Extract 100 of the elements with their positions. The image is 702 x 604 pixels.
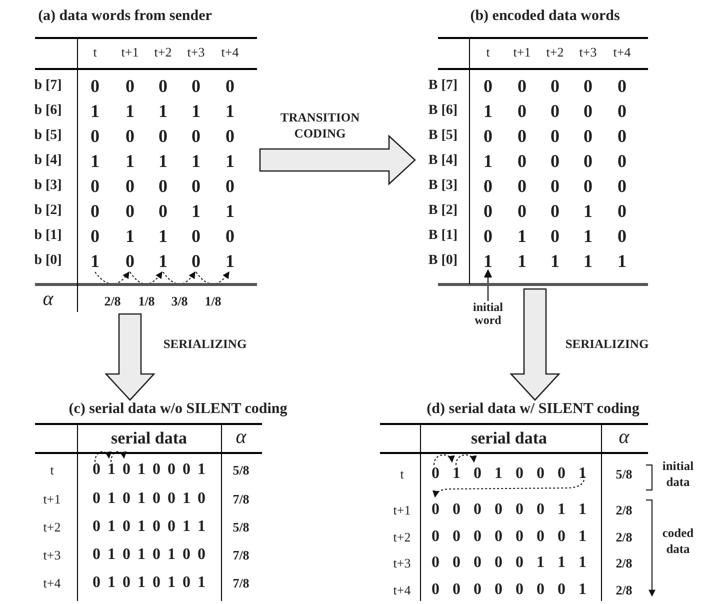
bit-sequence: 0 1 0 1 0 1 0 0 <box>92 547 206 563</box>
bit-value: 0 <box>584 127 592 145</box>
bit-value: 0 <box>550 177 560 195</box>
row-label: t+1 <box>393 504 411 516</box>
bit-value: 0 <box>226 77 234 95</box>
row-label: b [2] <box>34 204 62 218</box>
row-label: t+4 <box>393 584 411 596</box>
bit-value: 0 <box>226 177 234 195</box>
row-label: b [6] <box>34 104 62 118</box>
bit-value: 1 <box>618 252 626 270</box>
alpha-value: 2/8 <box>104 294 121 308</box>
bit-value: 0 <box>618 127 626 145</box>
bracket-label: coded data <box>661 526 695 558</box>
bit-sequence: 0 1 0 1 0 0 1 1 <box>92 519 206 535</box>
bit-value: 0 <box>584 177 592 195</box>
bit-value: 0 <box>618 202 626 220</box>
row-label: B [5] <box>428 129 458 143</box>
column-header: t+4 <box>221 46 239 58</box>
row-label: b [4] <box>34 154 62 168</box>
row-label: b [1] <box>34 229 62 243</box>
bit-value: 0 <box>550 127 560 145</box>
bit-value: 0 <box>518 202 526 220</box>
column-header: serial data <box>470 430 548 446</box>
bit-value: 0 <box>126 127 134 145</box>
table-title: (b) encoded data words <box>470 6 620 26</box>
column-header: t+4 <box>613 46 631 58</box>
table-title: (a) data words from sender <box>38 6 212 26</box>
bit-value: 0 <box>192 227 200 245</box>
bit-value: 1 <box>158 102 168 120</box>
bit-value: 1 <box>158 227 168 245</box>
alpha-value: 7/8 <box>232 576 250 590</box>
bit-value: 0 <box>192 127 200 145</box>
row-label: b [0] <box>34 254 62 268</box>
bit-value: 1 <box>584 202 592 220</box>
row-label: t+3 <box>393 556 411 570</box>
column-header: t+3 <box>579 46 597 58</box>
edge-label: SERIALIZING <box>162 337 248 353</box>
alpha-value: 1/8 <box>138 294 155 308</box>
bit-value: 1 <box>126 227 134 245</box>
bit-value: 1 <box>126 102 134 120</box>
bit-sequence: 0 1 0 1 0 0 1 0 <box>92 491 206 507</box>
row-label: B [4] <box>428 154 458 168</box>
bit-value: 0 <box>618 177 626 195</box>
bit-value: 0 <box>226 227 234 245</box>
column-header: t+1 <box>121 46 139 58</box>
bit-value: 0 <box>618 77 626 95</box>
row-label: B [0] <box>428 254 458 268</box>
edge-label: TRANSITION CODING <box>279 110 361 142</box>
row-label: B [7] <box>428 79 458 93</box>
alpha-value: 2/8 <box>616 556 632 570</box>
row-label: b [7] <box>34 79 62 93</box>
bit-sequence: 0 1 0 1 0 1 0 1 <box>92 575 206 591</box>
alpha-value: 7/8 <box>232 492 250 506</box>
bit-value: 0 <box>90 177 100 195</box>
bit-value: 0 <box>484 177 492 195</box>
alpha-value: 2/8 <box>616 584 632 596</box>
column-header: α <box>618 427 630 447</box>
bit-value: 1 <box>192 152 200 170</box>
row-label: t <box>400 468 404 480</box>
bit-value: 1 <box>126 152 134 170</box>
alpha-value: 2/8 <box>616 504 632 516</box>
bit-value: 1 <box>90 102 100 120</box>
bit-value: 1 <box>90 152 100 170</box>
bit-value: 0 <box>158 77 168 95</box>
bit-value: 1 <box>90 252 100 270</box>
leader-line <box>484 269 492 301</box>
column-header: serial data <box>110 430 188 446</box>
bit-value: 0 <box>90 77 100 95</box>
alpha-value: 5/8 <box>232 520 250 534</box>
column-header: t+2 <box>154 46 172 58</box>
bit-value: 0 <box>192 252 200 270</box>
row-label: t <box>50 464 54 476</box>
bit-value: 0 <box>584 102 592 120</box>
bit-value: 0 <box>550 77 560 95</box>
bit-value: 1 <box>158 252 168 270</box>
bit-value: 1 <box>518 227 526 245</box>
bit-value: 0 <box>90 127 100 145</box>
edge-label: SERIALIZING <box>564 337 650 353</box>
bit-value: 0 <box>126 202 134 220</box>
alpha-value: 1/8 <box>204 294 222 308</box>
bit-value: 0 <box>518 102 526 120</box>
bit-sequence: 0 1 0 1 0 0 0 1 <box>92 462 206 478</box>
bit-sequence: 0 0 0 0 0 0 0 1 <box>432 529 586 545</box>
row-label: t+1 <box>43 492 61 506</box>
bit-value: 0 <box>550 202 560 220</box>
block-arrow <box>104 313 156 401</box>
bit-value: 0 <box>618 227 626 245</box>
table-title: (c) serial data w/o SILENT coding <box>68 400 288 419</box>
row-label: t+4 <box>43 576 61 590</box>
bit-value: 0 <box>518 177 526 195</box>
alpha-value: 5/8 <box>616 468 632 480</box>
column-header: t+1 <box>513 46 531 58</box>
bit-value: 0 <box>158 202 168 220</box>
row-label: b [3] <box>34 179 62 193</box>
annotation-text: initial word <box>472 301 504 330</box>
bit-value: 0 <box>484 202 492 220</box>
bit-value: 1 <box>584 227 592 245</box>
bit-sequence: 0 1 0 1 0 0 0 1 <box>432 466 586 482</box>
bit-value: 0 <box>484 77 492 95</box>
bit-value: 1 <box>226 152 234 170</box>
